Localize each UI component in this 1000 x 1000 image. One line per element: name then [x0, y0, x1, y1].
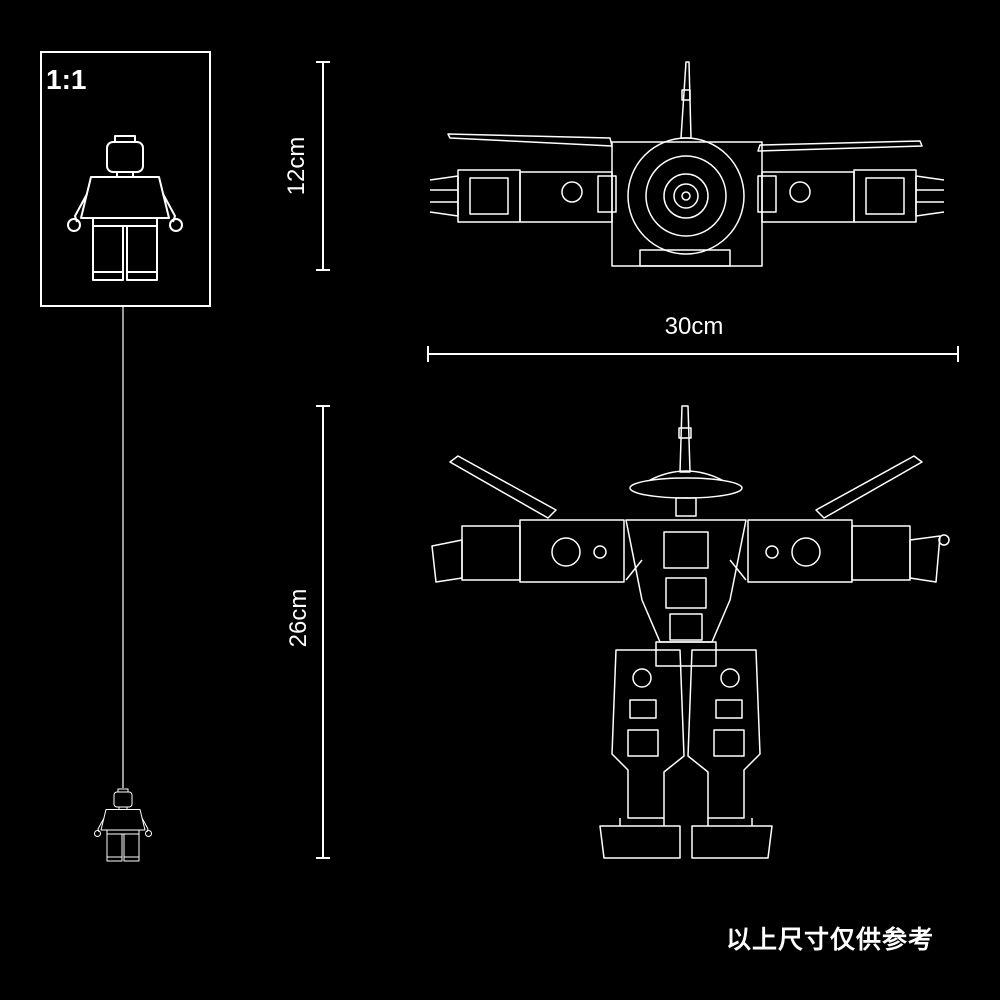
- dimension-height-top-label: 12cm: [283, 137, 310, 196]
- dimension-height-front-label: 26cm: [285, 589, 312, 648]
- robot-front-view: [431, 405, 950, 859]
- scale-label: 1:1: [46, 64, 86, 95]
- dimension-width: [427, 346, 959, 362]
- dimension-height-top: [316, 61, 330, 271]
- reference-note: 以上尺寸仅供参考: [725, 925, 934, 954]
- robot-top-view: [429, 61, 945, 267]
- minifig-small-icon: [94, 788, 152, 862]
- scale-box: 1:1: [40, 51, 211, 307]
- dimension-width-label: 30cm: [665, 313, 724, 340]
- dimension-height-front: [316, 405, 330, 859]
- minifig-large-icon: [67, 135, 183, 281]
